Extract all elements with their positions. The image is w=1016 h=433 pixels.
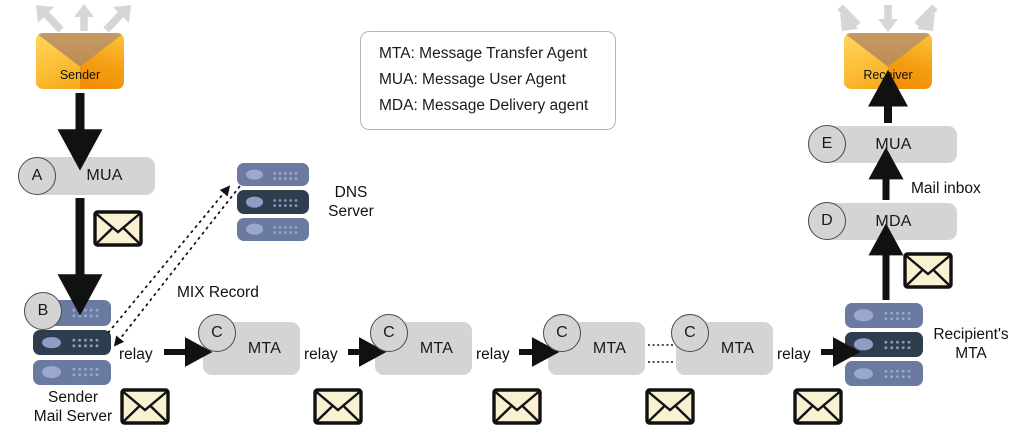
three-incoming-arrows-icon: [836, 3, 940, 33]
node-mda: D MDA: [808, 202, 957, 240]
relay-label-3: relay: [476, 346, 510, 363]
step-badge-c-4: C: [671, 314, 709, 352]
server-dns-icon: [237, 163, 309, 241]
node-mua-sender-label: MUA: [86, 167, 123, 184]
step-badge-e: E: [808, 125, 846, 163]
node-mua-receiver-label: MUA: [875, 135, 912, 153]
message-envelope-icon: [903, 252, 953, 289]
message-envelope-icon: [93, 210, 143, 247]
message-envelope-icon: [120, 388, 170, 425]
node-mta-3-label: MTA: [592, 339, 627, 357]
step-badge-c-3: C: [543, 314, 581, 352]
mail-inbox-label: Mail inbox: [911, 180, 981, 197]
step-badge-c-1: C: [198, 314, 236, 352]
relay-label-4: relay: [777, 346, 811, 363]
sender-mail-server-label: Sender Mail Server: [33, 389, 113, 425]
message-envelope-icon: [793, 388, 843, 425]
step-badge-d: D: [808, 202, 846, 240]
node-mta-2: C MTA: [370, 314, 472, 375]
node-mta-4-label: MTA: [720, 339, 755, 357]
node-mta-4: C MTA: [671, 314, 773, 375]
relay-label-1: relay: [119, 346, 153, 363]
step-badge-c-2: C: [370, 314, 408, 352]
mta-chain-ellipsis: [648, 344, 674, 363]
message-envelope-icon: [492, 388, 542, 425]
receiver-envelope-caption: Receiver: [863, 68, 913, 82]
legend-line-mua: MUA: Message User Agent: [379, 71, 566, 88]
legend-line-mda: MDA: Message Delivery agent: [379, 97, 589, 114]
relay-label-2: relay: [304, 346, 338, 363]
node-mta-3: C MTA: [543, 314, 645, 375]
node-mta-2-label: MTA: [419, 339, 454, 357]
node-mta-1: C MTA: [198, 314, 300, 375]
mix-record-label: MIX Record: [177, 284, 259, 301]
node-mua-sender: A MUA: [18, 157, 155, 195]
node-mda-label: MDA: [875, 212, 912, 230]
node-mua-receiver: E MUA: [808, 125, 957, 163]
dns-server-label: DNS Server: [328, 184, 374, 220]
receiver-envelope-icon: Receiver: [844, 33, 932, 89]
node-mta-1-label: MTA: [247, 339, 282, 357]
message-envelope-icon: [645, 388, 695, 425]
message-envelope-icon: [313, 388, 363, 425]
step-badge-a: A: [18, 157, 56, 195]
sender-envelope-icon: Sender: [36, 33, 124, 89]
legend-line-mta: MTA: Message Transfer Agent: [379, 45, 588, 62]
three-outgoing-arrows-icon: [32, 3, 136, 33]
sender-envelope-caption: Sender: [59, 68, 101, 82]
recipient-mta-label: Recipient's MTA: [933, 326, 1009, 362]
server-recipient-mta-icon: [845, 303, 923, 386]
step-badge-b: B: [24, 292, 62, 330]
legend-box: MTA: Message Transfer Agent MUA: Message…: [360, 31, 616, 130]
